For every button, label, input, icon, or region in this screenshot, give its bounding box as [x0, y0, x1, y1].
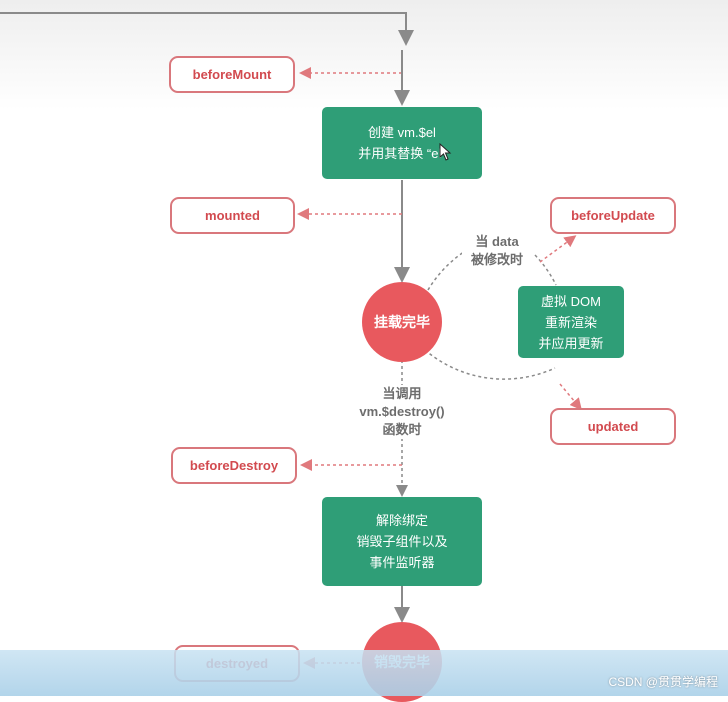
note-destroy-called-line-2: vm.$destroy(): [359, 404, 445, 419]
updated-arrow: [559, 383, 582, 411]
hook-beforeupdate: beforeUpdate: [550, 197, 676, 234]
hook-mounted: mounted: [170, 197, 295, 234]
update-loop-lower: [424, 349, 556, 380]
watermark: CSDN @贯贯学编程: [608, 675, 718, 689]
step-create-el-line-1: 创建 vm.$el: [368, 125, 436, 140]
hook-updated: updated: [550, 408, 676, 445]
note-data-changed: 当 data 被修改时: [462, 233, 532, 269]
note-destroy-called-line-3: 函数时: [382, 422, 422, 437]
incoming-arrow: [0, 12, 414, 46]
step-virtual-dom-line-1: 虚拟 DOM: [541, 293, 601, 309]
step-create-el-line-2: 并用其替换 “el”: [358, 146, 446, 161]
note-data-changed-line-2: 被修改时: [470, 252, 523, 267]
step-teardown-line-1: 解除绑定: [375, 513, 428, 528]
mouse-pointer-icon: [439, 143, 452, 161]
step-create-el: 创建 vm.$el 并用其替换 “el”: [322, 107, 482, 179]
step-teardown-line-2: 销毁子组件以及: [356, 534, 448, 549]
step-teardown-line-3: 事件监听器: [369, 555, 435, 570]
note-destroy-called: 当调用 vm.$destroy() 函数时: [350, 385, 454, 439]
note-destroy-called-line-1: 当调用: [382, 386, 422, 401]
beforeupdate-arrow: [539, 235, 577, 263]
water-overlay: [0, 650, 728, 696]
hook-beforedestroy: beforeDestroy: [171, 447, 297, 484]
note-data-changed-line-1: 当 data: [475, 234, 519, 249]
step-virtual-dom: 虚拟 DOM 重新渲染 并应用更新: [518, 286, 624, 358]
step-virtual-dom-line-2: 重新渲染: [544, 314, 597, 330]
top-shade: [0, 0, 728, 110]
circle-mounted: 挂载完毕: [362, 282, 442, 362]
update-loop-upper-right: [534, 254, 557, 286]
step-virtual-dom-line-3: 并应用更新: [538, 335, 604, 351]
step-teardown: 解除绑定 销毁子组件以及 事件监听器: [322, 497, 482, 586]
hook-beforemount: beforeMount: [169, 56, 295, 93]
